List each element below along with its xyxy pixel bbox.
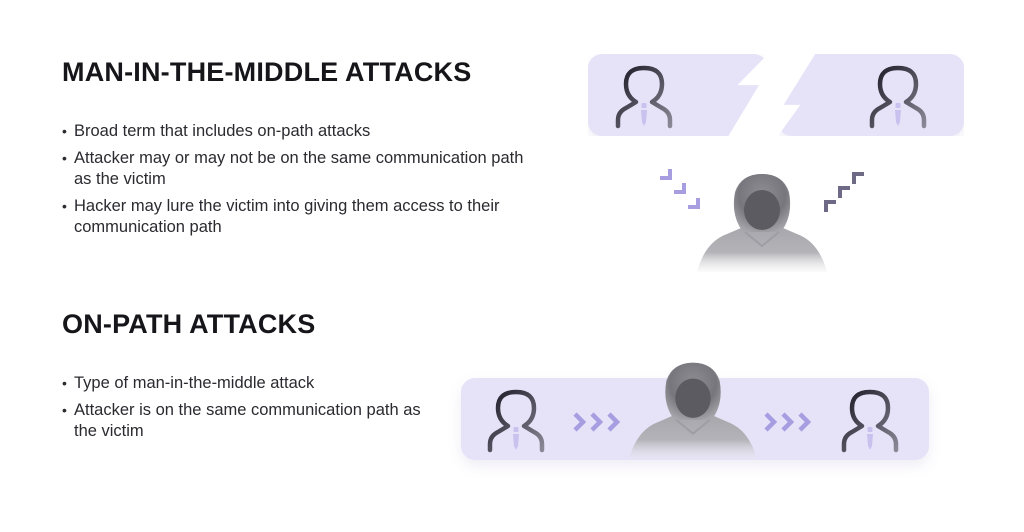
chevrons-up-right-icon (824, 172, 864, 212)
chevrons-right-icon (764, 412, 812, 432)
hooded-hacker-icon (697, 172, 827, 272)
mitm-heading: MAN-IN-THE-MIDDLE ATTACKS (62, 57, 472, 87)
bullet-item: Hacker may lure the victim into giving t… (62, 196, 542, 238)
bullet-item: Attacker may or may not be on the same c… (62, 148, 542, 190)
bullet-item: Type of man-in-the-middle attack (62, 373, 422, 394)
victim-user-icon (612, 62, 676, 130)
bullet-item: Attacker is on the same communication pa… (62, 400, 422, 442)
on-path-bullet-list: Type of man-in-the-middle attack Attacke… (62, 373, 422, 448)
chevrons-down-right-icon (660, 169, 700, 209)
recipient-user-icon (866, 62, 930, 130)
recipient-user-icon (838, 386, 902, 454)
on-path-heading: ON-PATH ATTACKS (62, 309, 316, 339)
chevrons-right-icon (573, 412, 621, 432)
bullet-item: Broad term that includes on-path attacks (62, 121, 542, 142)
victim-user-icon (484, 386, 548, 454)
hooded-hacker-icon (629, 360, 757, 460)
mitm-bullet-list: Broad term that includes on-path attacks… (62, 121, 542, 244)
